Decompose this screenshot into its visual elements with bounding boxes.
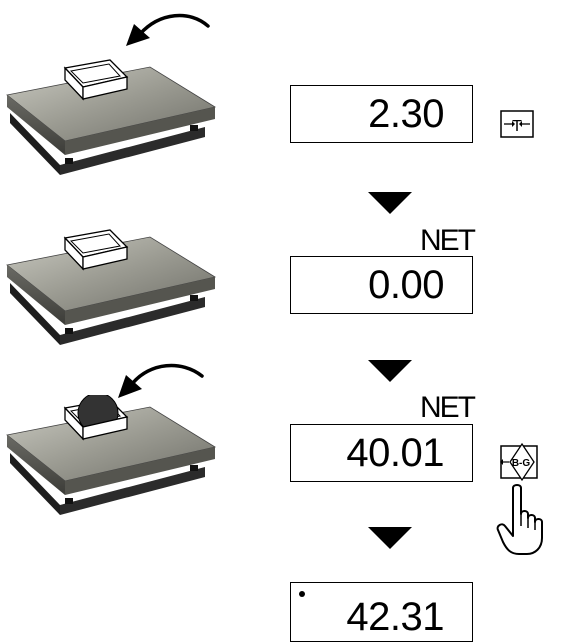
display-value: 40.01 bbox=[346, 431, 444, 475]
down-triangle-icon bbox=[368, 527, 412, 549]
container-box bbox=[63, 59, 129, 101]
curved-arrow-icon bbox=[118, 363, 204, 398]
weight-display-4: 42.31 bbox=[290, 582, 473, 642]
net-indicator: NET bbox=[420, 224, 476, 257]
down-triangle-icon bbox=[368, 192, 412, 214]
container-box bbox=[63, 229, 129, 271]
container-box bbox=[63, 395, 129, 441]
net-indicator: NET bbox=[420, 391, 476, 424]
weight-display-2: 0.00 bbox=[290, 256, 473, 314]
stability-dot-icon bbox=[299, 591, 305, 597]
display-value: 42.31 bbox=[346, 595, 444, 639]
display-value: 0.00 bbox=[368, 263, 444, 307]
scale-platform-1 bbox=[6, 59, 217, 175]
gross-key-icon[interactable]: B-G bbox=[500, 442, 540, 486]
display-value: 2.30 bbox=[368, 92, 444, 136]
down-triangle-icon bbox=[368, 360, 412, 382]
curved-arrow-icon bbox=[126, 13, 210, 46]
tare-key-label: T bbox=[512, 118, 522, 135]
scale-platform-3 bbox=[6, 395, 217, 515]
tare-key-icon[interactable]: T bbox=[500, 110, 534, 138]
weight-display-1: 2.30 bbox=[290, 85, 473, 143]
weight-display-3: 40.01 bbox=[290, 424, 473, 482]
pointing-hand-icon bbox=[496, 484, 543, 555]
scale-platform-2 bbox=[6, 229, 217, 345]
gross-key-label: B-G bbox=[512, 458, 531, 469]
